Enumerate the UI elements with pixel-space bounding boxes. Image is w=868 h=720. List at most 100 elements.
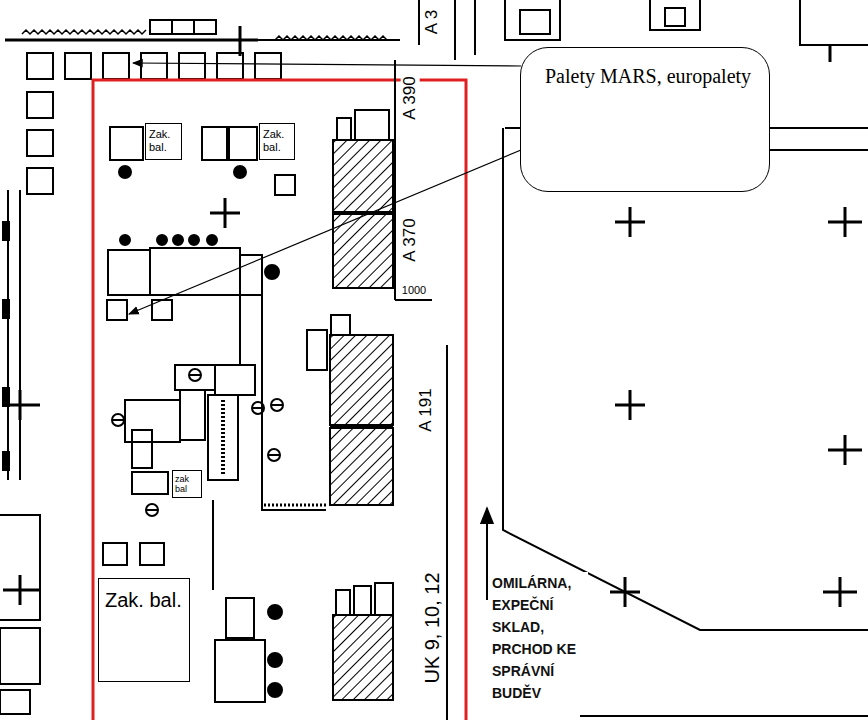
operator-mark bbox=[271, 404, 283, 406]
operator-mark bbox=[157, 235, 167, 245]
operator-mark bbox=[234, 166, 246, 178]
dimension-line bbox=[395, 299, 432, 301]
leader-line bbox=[129, 150, 521, 314]
machine-box bbox=[226, 598, 254, 638]
machine-box bbox=[180, 390, 205, 440]
machine-box bbox=[215, 640, 265, 702]
packaging-area: Zak. bal. bbox=[98, 578, 190, 682]
operator-mark bbox=[265, 265, 279, 279]
hall-wall bbox=[503, 128, 868, 630]
operator-mark bbox=[173, 235, 183, 245]
operator-mark bbox=[146, 504, 158, 516]
line-number: A 370 bbox=[401, 217, 420, 263]
grid-cross bbox=[823, 577, 857, 607]
machine-box bbox=[108, 250, 150, 295]
wall-zigzag bbox=[22, 30, 146, 34]
storage-rack bbox=[333, 615, 393, 700]
node-text: Palety MARS, europalety bbox=[545, 62, 759, 90]
pallet-square bbox=[275, 175, 295, 195]
machine-box bbox=[215, 365, 255, 395]
wall-tick bbox=[3, 300, 9, 318]
storage-rack bbox=[330, 335, 393, 425]
machine-box bbox=[240, 255, 262, 295]
conveyor-line bbox=[212, 500, 214, 590]
machine-box bbox=[132, 472, 168, 494]
line-number: UK 9, 10, 12 bbox=[421, 571, 443, 684]
building-outline bbox=[0, 515, 40, 620]
operator-mark bbox=[189, 374, 201, 376]
line-number: A 191 bbox=[417, 387, 436, 433]
wall-tick bbox=[3, 388, 9, 406]
rack-divider bbox=[330, 425, 393, 428]
machine-detail bbox=[221, 400, 225, 475]
operator-mark bbox=[189, 369, 201, 381]
wall-box bbox=[150, 20, 172, 34]
callout-box: Palety MARS, europalety bbox=[520, 47, 770, 192]
operator-mark bbox=[268, 605, 282, 619]
operator-mark bbox=[120, 235, 130, 245]
direction-arrow bbox=[486, 508, 488, 600]
building-outline bbox=[505, 0, 560, 40]
line-number: A 3 bbox=[423, 9, 442, 36]
operator-mark bbox=[268, 683, 282, 697]
pallet-square bbox=[103, 543, 127, 565]
grid-cross bbox=[3, 575, 40, 605]
wall-line bbox=[829, 45, 832, 62]
machine-box bbox=[229, 127, 257, 160]
rack-bin bbox=[336, 590, 350, 615]
operator-mark bbox=[119, 166, 131, 178]
wall-line bbox=[474, 0, 476, 55]
grid-cross bbox=[615, 390, 645, 420]
pallet-square bbox=[27, 168, 53, 194]
rack-divider bbox=[333, 211, 393, 215]
operator-mark bbox=[252, 407, 264, 409]
wall-box bbox=[172, 20, 194, 34]
storage-rack bbox=[333, 140, 393, 212]
dimension-line bbox=[394, 60, 396, 300]
operator-mark bbox=[252, 402, 264, 414]
direction-note: OMILÁRNA, EXPEČNÍ SKLAD, PRCHOD KE SPRÁV… bbox=[492, 572, 588, 704]
packaging-box: Zak. bal. bbox=[259, 123, 295, 160]
operator-mark bbox=[268, 653, 282, 667]
rack-bin bbox=[355, 110, 389, 140]
wall-line bbox=[454, 0, 456, 60]
hall-wall bbox=[580, 715, 868, 717]
line-number: A 390 bbox=[401, 75, 420, 121]
pallet-square bbox=[65, 53, 91, 79]
operator-mark bbox=[268, 454, 280, 456]
node-text: Zak. bal. bbox=[105, 589, 183, 612]
conveyor-edge bbox=[264, 504, 326, 507]
node-text: Zak. bal. bbox=[263, 128, 292, 154]
operator-mark bbox=[112, 419, 124, 421]
rack-bin bbox=[307, 330, 327, 370]
grid-cross bbox=[239, 26, 242, 56]
operator-mark bbox=[189, 235, 199, 245]
packaging-box: Zak. bal. bbox=[145, 123, 182, 160]
rack-bin bbox=[337, 118, 351, 140]
pallet-square bbox=[140, 543, 164, 565]
dimension-label: 1000 bbox=[401, 284, 427, 296]
conveyor-line bbox=[262, 295, 326, 510]
operator-mark bbox=[146, 509, 158, 511]
wall-line bbox=[418, 0, 420, 45]
wall-tick bbox=[3, 452, 9, 470]
pallet-square bbox=[217, 53, 243, 79]
workplace-outline bbox=[93, 80, 466, 720]
machine-box bbox=[520, 10, 550, 34]
grid-cross bbox=[3, 390, 40, 420]
node-text: zak bal bbox=[175, 474, 199, 494]
grid-cross bbox=[610, 577, 640, 607]
packaging-box: zak bal bbox=[172, 470, 202, 498]
pallet-square bbox=[107, 300, 127, 320]
operator-mark bbox=[207, 235, 217, 245]
building-outline bbox=[0, 628, 40, 684]
dimension-line bbox=[446, 345, 448, 720]
machine-box bbox=[202, 127, 227, 160]
node-text: Zak. bal. bbox=[149, 128, 179, 154]
pallet-square bbox=[27, 92, 53, 118]
grid-cross bbox=[828, 435, 862, 465]
grid-cross bbox=[615, 207, 645, 237]
